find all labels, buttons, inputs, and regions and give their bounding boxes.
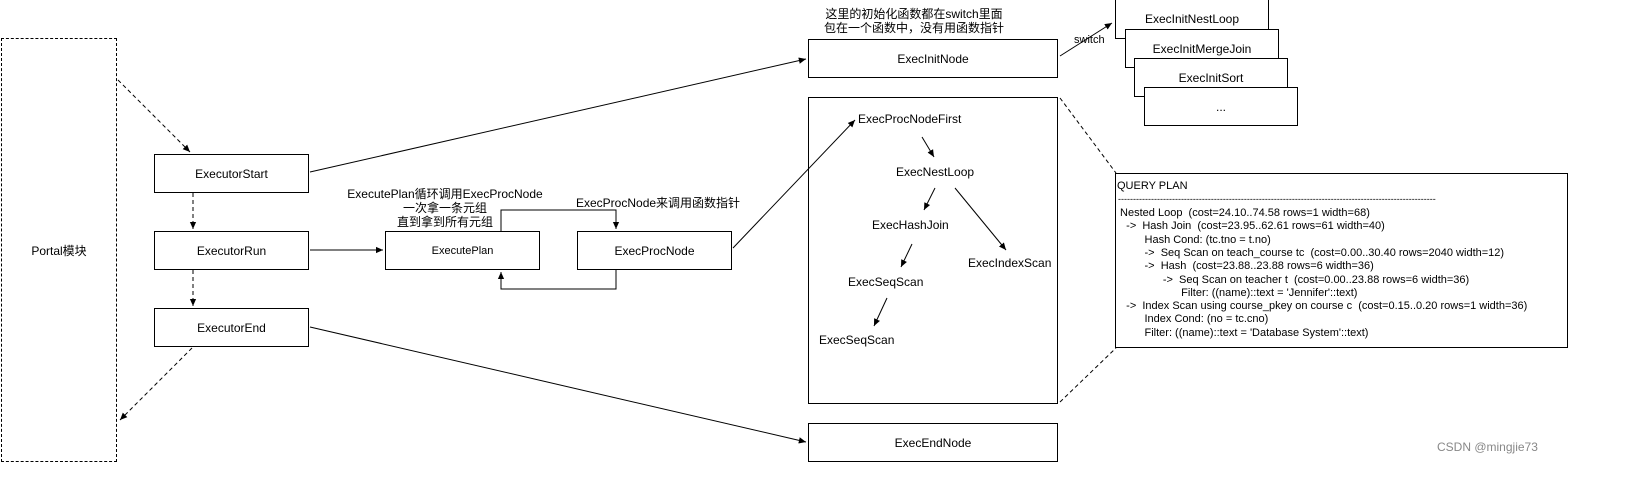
executor-run-label: ExecutorRun (196, 243, 267, 258)
query-plan-line: -> Index Scan using course_pkey on cours… (1117, 300, 1528, 313)
query-plan-line: -> Hash (cost=23.88..23.88 rows=6 width=… (1117, 260, 1374, 273)
query-plan-line: Hash Cond: (tc.tno = t.no) (1117, 233, 1271, 246)
query-plan-line: Filter: ((name)::text = 'Database System… (1117, 326, 1369, 339)
edge-procnode-to-executeplan (497, 270, 617, 290)
execute-plan-note-line3: 直到拿到所有元组 (396, 215, 493, 229)
execute-plan-node: ExecutePlan (385, 231, 540, 270)
edge-portal-to-start (117, 79, 191, 153)
init-note: 这里的初始化函数都在switch里面 包在一个函数中，没有用函数指针 (812, 7, 1016, 35)
init-note-line2: 包在一个函数中，没有用函数指针 (823, 21, 1004, 35)
edge-nestloop-to-indexscan (954, 187, 1007, 251)
executor-start-label: ExecutorStart (195, 166, 268, 181)
edge-first-to-nestloop (921, 136, 935, 158)
watermark: CSDN @mingjie73 (1437, 440, 1538, 454)
init-stack-card: ... (1144, 87, 1298, 126)
execute-plan-note-line1: ExecutePlan循环调用ExecProcNode (347, 187, 543, 201)
executor-end-node: ExecutorEnd (154, 308, 309, 347)
edge-executeplan-to-procnode (500, 209, 620, 231)
exec-init-node-label: ExecInitNode (897, 51, 969, 66)
edge-nestloop-to-hashjoin (923, 187, 936, 211)
query-plan-line: -> Seq Scan on teach_course tc (cost=0.0… (1117, 246, 1505, 259)
zoom-line-bottom (1059, 347, 1117, 403)
exec-end-node-label: ExecEndNode (894, 435, 972, 450)
exec-proc-node-label: ExecProcNode (614, 243, 695, 258)
edge-end-to-endnode (309, 326, 807, 444)
query-plan-title: QUERY PLAN (1117, 180, 1188, 192)
proc-tree-first: ExecProcNodeFirst (858, 112, 962, 126)
proc-tree-container (808, 97, 1058, 404)
query-plan-separator: ----------------------------------------… (1118, 194, 1436, 204)
zoom-line-top (1059, 97, 1117, 174)
executor-end-label: ExecutorEnd (197, 320, 266, 335)
execute-plan-note-line2: 一次拿一条元组 (402, 201, 487, 215)
query-plan-line: Nested Loop (cost=24.10..74.58 rows=1 wi… (1117, 207, 1370, 219)
proc-tree-nest-loop: ExecNestLoop (896, 165, 975, 179)
portal-label: Portal模块 (31, 243, 87, 258)
executor-run-node: ExecutorRun (154, 231, 309, 270)
proc-tree-hash-join: ExecHashJoin (872, 218, 949, 232)
edge-end-to-portal (119, 347, 193, 421)
exec-end-node: ExecEndNode (808, 423, 1058, 462)
edge-procnode-to-first (732, 119, 856, 249)
init-note-line1: 这里的初始化函数都在switch里面 (825, 7, 1003, 21)
init-stack-label: ExecInitNestLoop (1144, 12, 1240, 26)
init-stack-label: ExecInitMergeJoin (1152, 41, 1252, 56)
switch-label: switch (1074, 34, 1105, 46)
edge-hashjoin-to-seqscan1 (900, 243, 913, 268)
proc-tree-seq-scan: ExecSeqScan (819, 333, 895, 347)
query-plan-line: -> Hash Join (cost=23.95..62.61 rows=61 … (1117, 220, 1385, 233)
proc-tree-seq-scan: ExecSeqScan (848, 275, 924, 289)
query-plan-line: Filter: ((name)::text = 'Jennifer'::text… (1117, 286, 1358, 299)
edge-initnode-switch (1059, 22, 1113, 57)
executor-start-node: ExecutorStart (154, 154, 309, 193)
query-plan-line: Index Cond: (no = tc.cno) (1117, 313, 1269, 326)
query-plan-line: -> Seq Scan on teacher t (cost=0.00..23.… (1117, 273, 1470, 286)
exec-proc-node-node: ExecProcNode (577, 231, 732, 270)
portal-module: Portal模块 (1, 38, 117, 462)
init-stack-label: ... (1215, 99, 1226, 114)
proc-tree-index-scan: ExecIndexScan (968, 256, 1052, 270)
execute-plan-note: ExecutePlan循环调用ExecProcNode 一次拿一条元组 直到拿到… (340, 187, 550, 229)
execute-plan-label: ExecutePlan (431, 244, 494, 257)
edge-seqscan1-to-seqscan2 (873, 297, 888, 327)
init-stack-label: ExecInitSort (1178, 70, 1244, 85)
exec-init-node: ExecInitNode (808, 39, 1058, 78)
edge-start-to-initnode (309, 57, 807, 173)
proc-node-note: ExecProcNode来调用函数指针 (576, 196, 741, 210)
query-plan-box (1115, 173, 1568, 348)
